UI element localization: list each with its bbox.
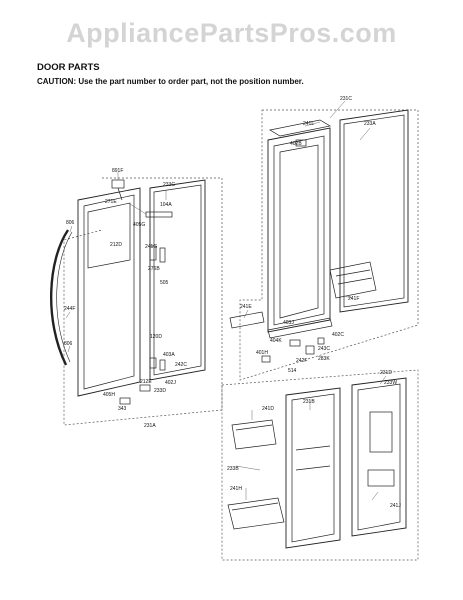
right-door-group-outline	[239, 109, 419, 381]
dispenser-bin-upper	[231, 419, 277, 450]
callout-233A: 233A	[364, 121, 376, 127]
callout-806-bottom: 806	[64, 341, 73, 347]
callout-405H: 405H	[103, 392, 115, 398]
callout-276B: 276B	[148, 266, 160, 272]
door-handle	[49, 229, 73, 366]
left-door-gasket	[149, 179, 206, 381]
callout-231B: 231B	[303, 399, 315, 405]
callout-402C: 402C	[332, 332, 344, 338]
callout-404K: 404K	[270, 338, 282, 344]
right-door-top-cap	[269, 119, 331, 147]
callout-212E: 212E	[140, 379, 152, 385]
callout-242F: 242F	[296, 358, 307, 364]
callout-505: 505	[160, 280, 169, 286]
callout-242C: 242C	[175, 362, 187, 368]
callout-402J: 402J	[165, 380, 176, 386]
callout-231C: 231C	[340, 96, 352, 102]
callout-241H: 241H	[230, 486, 242, 492]
right-door-shelf-bin	[329, 261, 377, 299]
callout-241E: 241E	[240, 304, 252, 310]
callout-120D: 120D	[150, 334, 162, 340]
section-title: DOOR PARTS	[37, 62, 100, 73]
dispenser-group-outline	[221, 369, 419, 561]
callout-244F: 244F	[64, 306, 75, 312]
watermark-logo: AppliancePartsPros.com	[66, 18, 397, 48]
right-door-bottom-hinge	[229, 311, 333, 363]
callout-405G: 405G	[133, 222, 145, 228]
left-door-group-outline	[63, 177, 223, 426]
callout-241J: 241J	[390, 503, 401, 509]
callout-243C: 243C	[318, 346, 330, 352]
callout-514: 514	[288, 368, 297, 374]
callout-241L: 241L	[303, 121, 314, 127]
left-door-panel	[77, 187, 141, 397]
callout-233D: 233D	[154, 388, 166, 394]
callout-212D: 212D	[110, 242, 122, 248]
callout-241G: 241G	[145, 244, 157, 250]
callout-401H: 401H	[256, 350, 268, 356]
callout-233B: 233B	[227, 466, 239, 472]
callout-241F: 241F	[348, 296, 359, 302]
callout-231A: 231A	[144, 423, 156, 429]
callout-231D: 231D	[380, 370, 392, 376]
dispenser-cover	[351, 377, 407, 537]
right-door-frame	[267, 127, 331, 333]
dispenser-housing	[285, 387, 341, 549]
callout-343: 343	[118, 406, 127, 412]
callout-806-top: 806	[66, 220, 75, 226]
callout-283K: 283K	[318, 356, 330, 362]
callout-104A: 104A	[160, 202, 172, 208]
callout-233W: 233W	[384, 380, 397, 386]
right-door-gasket	[339, 109, 409, 313]
dispenser-bin-lower	[227, 497, 285, 530]
callout-271E: 271E	[105, 199, 117, 205]
callout-241D: 241D	[262, 406, 274, 412]
caution-note: CAUTION: Use the part number to order pa…	[37, 77, 304, 86]
callout-891F: 891F	[112, 168, 123, 174]
left-door-hinge-parts	[111, 179, 173, 405]
callout-402B: 402B	[290, 141, 302, 147]
callout-403J: 403J	[283, 320, 294, 326]
callout-233C: 233C	[163, 182, 175, 188]
leader-lines	[65, 100, 387, 501]
callout-403A: 403A	[163, 352, 175, 358]
